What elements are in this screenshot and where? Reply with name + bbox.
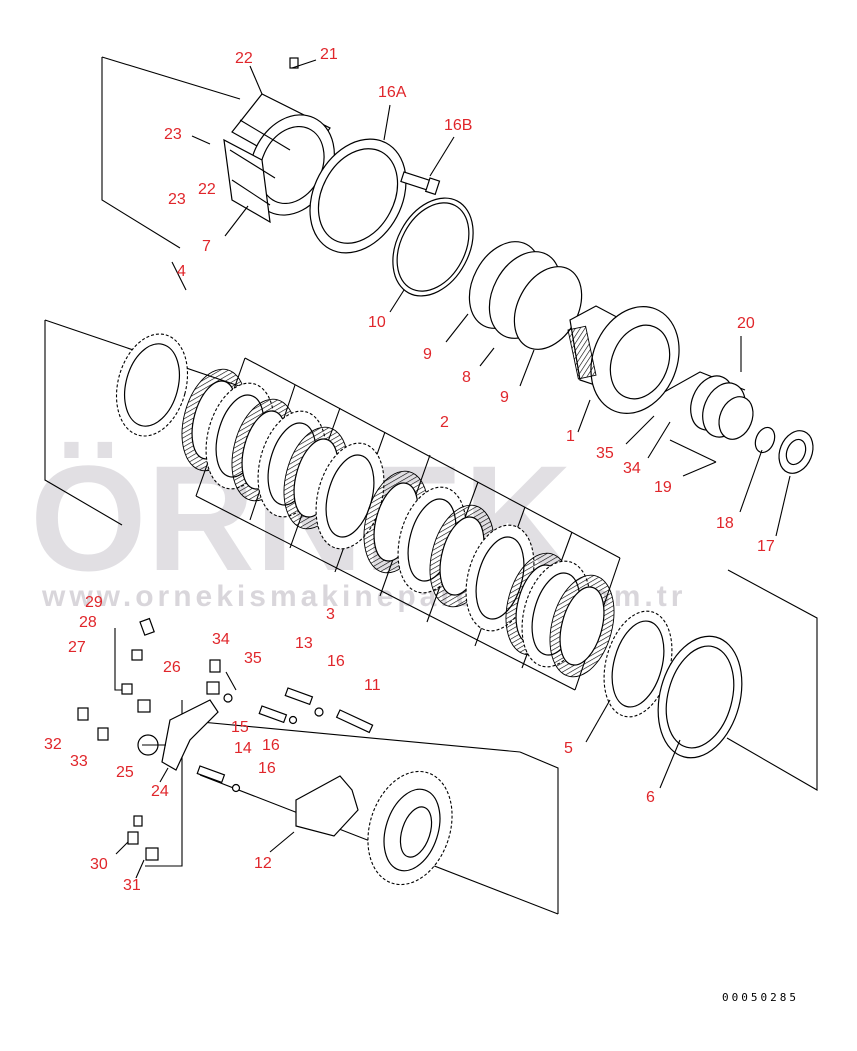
- callout-34-lower: 34: [212, 631, 230, 648]
- callout-27: 27: [68, 639, 86, 656]
- callout-16-b: 16: [262, 737, 280, 754]
- callout-10: 10: [368, 314, 386, 331]
- part-4-plate: [115, 333, 189, 437]
- callout-33: 33: [70, 753, 88, 770]
- disc-13: [549, 574, 615, 678]
- callout-22-mid: 22: [198, 181, 216, 198]
- callout-3: 3: [326, 606, 335, 623]
- part-11-sensor: [335, 709, 374, 734]
- callout-24: 24: [151, 783, 169, 800]
- part-16a-gasket: [309, 138, 407, 254]
- callout-leaders: [115, 59, 791, 879]
- callout-19: 19: [654, 479, 672, 496]
- callout-1: 1: [566, 428, 575, 445]
- part-15-bracket: [161, 699, 219, 771]
- part-6-plate: [657, 635, 743, 759]
- callout-4: 4: [177, 263, 186, 280]
- callout-22-top: 22: [235, 50, 253, 67]
- callout-18: 18: [716, 515, 734, 532]
- callout-16-c: 16: [258, 760, 276, 777]
- callout-labels: 21 22 16A 16B 23 22 23 7 4 10 9 8 9 20 1…: [44, 46, 775, 894]
- part-16b-bolt: [400, 171, 441, 196]
- callout-14: 14: [234, 740, 252, 757]
- callout-31: 31: [123, 877, 141, 894]
- callout-17: 17: [757, 538, 775, 555]
- part-5-plate: [603, 610, 673, 718]
- callout-20: 20: [737, 315, 755, 332]
- part-19-bearing: [690, 375, 754, 440]
- callout-34-right: 34: [623, 460, 641, 477]
- document-number: 00050285: [722, 991, 799, 1004]
- part-18-ring: [754, 426, 776, 454]
- callout-35-lower: 35: [244, 650, 262, 667]
- callout-5: 5: [564, 740, 573, 757]
- callout-2: 2: [440, 414, 449, 431]
- callout-28: 28: [79, 614, 97, 631]
- callout-23-top: 23: [164, 126, 182, 143]
- callout-15: 15: [231, 719, 249, 736]
- callout-26: 26: [163, 659, 181, 676]
- part-12-guard: [295, 770, 453, 886]
- callout-35-right: 35: [596, 445, 614, 462]
- part-13-bolt: [284, 687, 324, 717]
- callout-12: 12: [254, 855, 272, 872]
- part-10-oring: [392, 197, 474, 297]
- part-14-bolt: [258, 705, 298, 725]
- callout-32: 32: [44, 736, 62, 753]
- callout-30: 30: [90, 856, 108, 873]
- callout-11: 11: [364, 677, 381, 694]
- callout-7: 7: [202, 238, 211, 255]
- callout-8: 8: [462, 369, 471, 386]
- callout-25: 25: [116, 764, 134, 781]
- callout-29: 29: [85, 594, 103, 611]
- callout-6: 6: [646, 789, 655, 806]
- part-1-hub: [567, 305, 680, 414]
- part-17-seal: [778, 430, 814, 474]
- callout-9-lower: 9: [500, 389, 509, 406]
- part-14b-bolt: [196, 765, 241, 793]
- callout-21: 21: [320, 46, 338, 63]
- part-8-sleeve: [468, 241, 583, 350]
- callout-16a: 16A: [378, 84, 407, 101]
- callout-13: 13: [295, 635, 313, 652]
- callout-23-mid: 23: [168, 191, 186, 208]
- disc-6: [315, 442, 385, 550]
- callout-9-upper: 9: [423, 346, 432, 363]
- callout-16-a: 16: [327, 653, 345, 670]
- disc-pack: [181, 368, 615, 678]
- callout-16b: 16B: [444, 117, 472, 134]
